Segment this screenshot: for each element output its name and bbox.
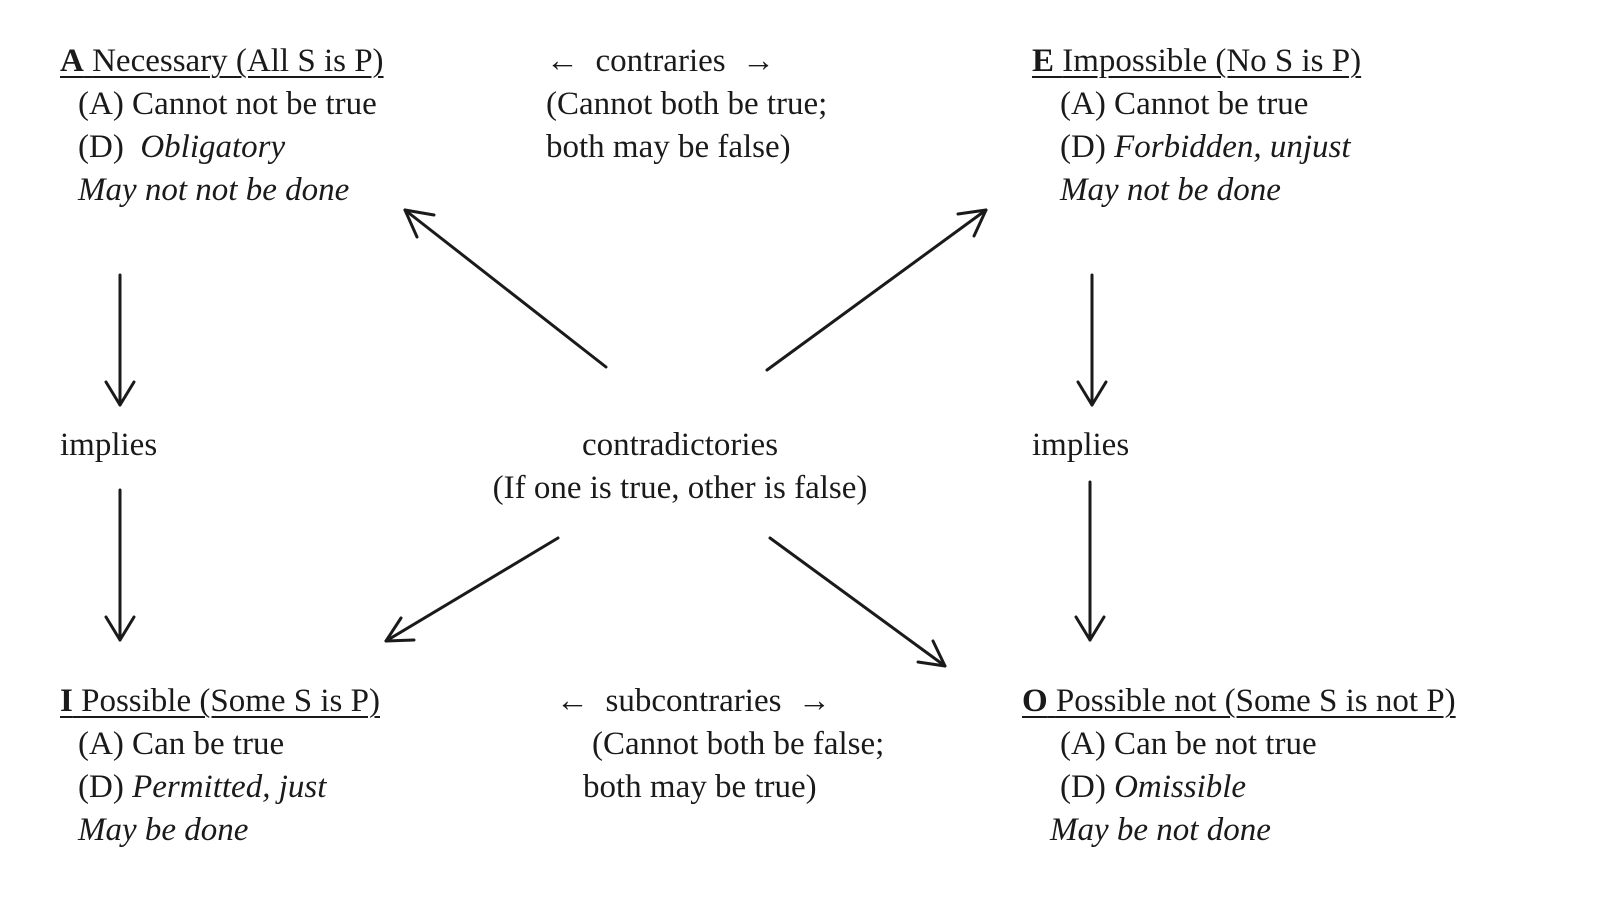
corner-e-deontic: Forbidden, unjust (1114, 129, 1351, 165)
corner-i-title-text: Possible (Some S is P) (81, 683, 380, 719)
implies-left-arrow-top (104, 273, 136, 407)
corner-a-letter: A (60, 43, 84, 79)
corner-o-title: O Possible not (Some S is not P) (1022, 680, 1456, 723)
corner-o-deontic-prefix: (D) (1060, 769, 1106, 805)
implies-left-label: implies (60, 427, 158, 463)
corner-e-letter: E (1032, 43, 1055, 79)
subcontraries-rule-line2: both may be true) (583, 769, 817, 805)
contraries-label: contraries (595, 43, 726, 79)
subcontraries-rule-line1: (Cannot both be false; (592, 726, 885, 762)
corner-e-deontic-line: (D) Forbidden, unjust (1060, 126, 1351, 169)
corner-i-deontic-line: (D) Permitted, just (78, 766, 326, 809)
contradictories-label: contradictories (581, 427, 779, 463)
corner-o-gloss: May be not done (1050, 812, 1271, 848)
corner-i-letter: I (60, 683, 73, 719)
corner-a-deontic: Obligatory (140, 129, 286, 165)
corner-o-deontic-line: (D) Omissible (1060, 766, 1246, 809)
corner-i-deontic: Permitted, just (132, 769, 327, 805)
corner-e-title: E Impossible (No S is P) (1032, 40, 1361, 83)
contraries-rule-line1: (Cannot both be true; (546, 86, 828, 122)
corner-a-deontic-prefix: (D) (78, 129, 124, 165)
corner-e-alethic: (A) Cannot be true (1060, 86, 1309, 122)
contradictories-rule: (If one is true, other is false) (492, 470, 868, 506)
corner-i-deontic-prefix: (D) (78, 769, 124, 805)
right-arrow-icon: → (742, 43, 776, 79)
corner-e-title-text: Impossible (No S is P) (1062, 43, 1362, 79)
contradictory-arrow-to-e (765, 208, 988, 372)
corner-i-alethic: (A) Can be true (78, 726, 285, 762)
right-arrow-icon: → (797, 683, 831, 719)
corner-a-alethic: (A) Cannot not be true (78, 86, 377, 122)
contraries-rule-line2: both may be false) (546, 129, 791, 165)
corner-a-gloss: May not not be done (78, 172, 350, 208)
implies-right-label: implies (1032, 427, 1130, 463)
corner-e-gloss: May not be done (1060, 172, 1281, 208)
corner-e-deontic-prefix: (D) (1060, 129, 1106, 165)
contradictory-arrow-to-o (768, 536, 947, 668)
left-arrow-icon: ← (556, 683, 589, 719)
corner-a-deontic-line: (D) Obligatory (78, 126, 285, 169)
contradictory-arrow-to-i (384, 536, 560, 643)
corner-i-gloss: May be done (78, 812, 249, 848)
corner-o-deontic: Omissible (1114, 769, 1247, 805)
implies-right-arrow-bottom (1074, 480, 1106, 642)
corner-a-title: A Necessary (All S is P) (60, 40, 384, 83)
corner-i-title: I Possible (Some S is P) (60, 680, 380, 723)
subcontraries-label: subcontraries (605, 683, 782, 719)
contraries-label-line: ← contraries → (546, 40, 775, 83)
corner-a-title-text: Necessary (All S is P) (92, 43, 384, 79)
corner-o-title-text: Possible not (Some S is not P) (1055, 683, 1456, 719)
left-arrow-icon: ← (546, 43, 579, 79)
implies-right-arrow-top (1076, 273, 1108, 407)
subcontraries-label-line: ← subcontraries → (556, 680, 831, 723)
implies-left-arrow-bottom (104, 488, 136, 642)
corner-o-letter: O (1022, 683, 1048, 719)
contradictory-arrow-to-a (403, 208, 608, 369)
corner-o-alethic: (A) Can be not true (1060, 726, 1317, 762)
